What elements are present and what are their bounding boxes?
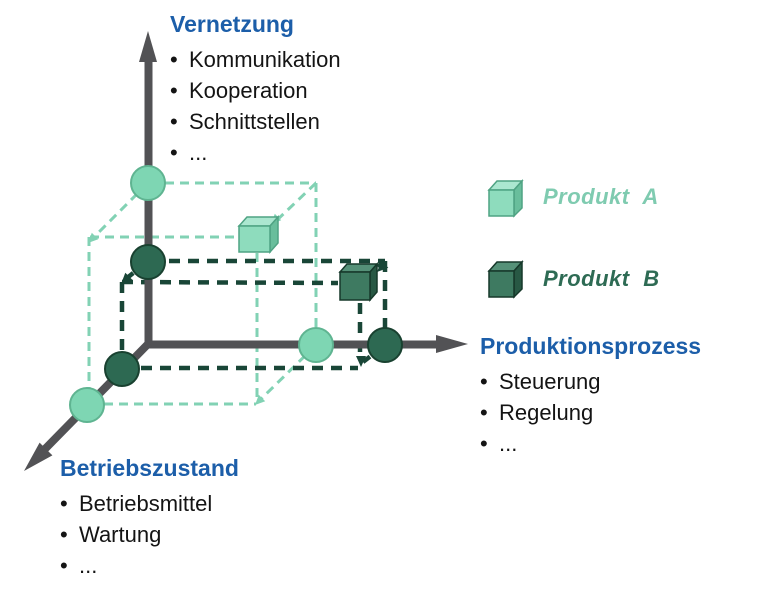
vernetzung-arrowhead-icon [139,31,157,62]
list-item: • Kooperation [170,75,341,106]
produkt-a-dot-betriebszustand [69,387,105,423]
produkt-b-position-cube [338,262,379,302]
produkt-b-dot-betriebszustand [104,351,140,387]
list-item: • Regelung [480,397,701,428]
produkt-a-dot-produktionsprozess [298,327,334,363]
produkt-a-position-cube [237,215,280,254]
list-item-label: ... [189,140,208,165]
list-item-label: Kooperation [189,78,308,103]
list-item: • ... [170,137,341,168]
produkt-b-dot-produktionsprozess [367,327,403,363]
list-item: • Schnittstellen [170,106,341,137]
bullet-marker: • [170,109,178,134]
produktionsprozess-axis-block: Produktionsprozess • Steuerung • Regelun… [480,331,701,459]
produkt-a-edge-depth-bottom-right [257,343,318,403]
bullet-marker: • [170,140,178,165]
list-item-label: Schnittstellen [189,109,320,134]
bullet-marker: • [60,522,68,547]
legend-label-produkt-b: Produkt B [543,266,660,291]
vernetzung-title: Vernetzung [170,11,294,37]
bullet-marker: • [480,369,488,394]
legend-label-produkt-a: Produkt A [543,184,659,209]
arrowhead-icon [88,232,99,243]
produkt-b-legend-cube [487,260,524,299]
produkt-b-edge-front-top [121,279,339,286]
produkt-a-dot-vernetzung [130,165,166,201]
list-item-label: Steuerung [499,369,601,394]
list-item: • Steuerung [480,366,701,397]
list-item: • Wartung [60,519,239,550]
betriebszustand-axis-block: Betriebszustand • Betriebsmittel • Wartu… [60,453,239,581]
list-item-label: ... [499,431,518,456]
axis-arrowheads [24,31,468,471]
produktionsprozess-title: Produktionsprozess [480,333,702,359]
cube-front-face [339,271,371,301]
produkt-a-legend-cube [487,179,524,218]
list-item: • Betriebsmittel [60,488,239,519]
list-item: • ... [480,428,701,459]
bullet-marker: • [170,78,178,103]
list-item: • Kommunikation [170,44,341,75]
produkt-a-edge-depth-top-right [274,181,318,223]
cube-front-face [238,225,271,253]
bullet-marker: • [480,431,488,456]
axis-dots [69,165,403,423]
cube-front-face [488,189,515,217]
bullet-marker: • [60,553,68,578]
produkt-a-wireframe [87,181,318,406]
arrowhead-icon [377,260,389,272]
bullet-marker: • [60,491,68,516]
produkt-b-dot-vernetzung [130,244,166,280]
arrowhead-icon [356,356,366,367]
arrowhead-icon [121,272,133,284]
list-item-label: Wartung [79,522,162,547]
betriebszustand-title: Betriebszustand [60,455,239,481]
list-item: • ... [60,550,239,581]
list-item-label: Regelung [499,400,594,425]
produkt-a-edge-depth-top-left [92,181,150,239]
bullet-marker: • [170,47,178,72]
list-item-label: Betriebsmittel [79,491,213,516]
vernetzung-axis-block: Vernetzung • Kommunikation • Kooperation… [170,9,341,168]
produktionsprozess-arrowhead-icon [436,335,468,353]
betriebszustand-arrowhead-icon [24,442,53,471]
list-item-label: ... [79,553,98,578]
bullet-marker: • [480,400,488,425]
produkt-b-wireframe-arrowheads [121,260,389,367]
arrowhead-icon [255,394,266,405]
list-item-label: Kommunikation [189,47,341,72]
cube-front-face [488,270,515,298]
